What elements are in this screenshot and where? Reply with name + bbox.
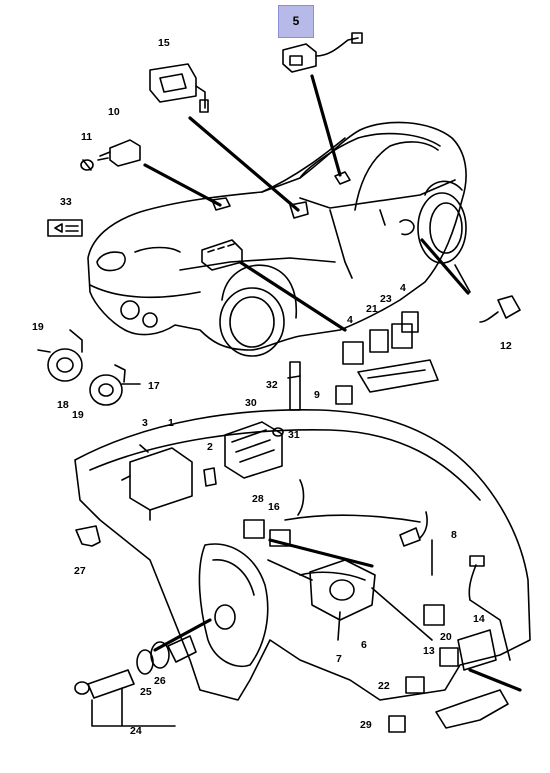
callout-28: 28 xyxy=(252,493,264,505)
horn-part-17 xyxy=(89,364,141,406)
callout-32: 32 xyxy=(266,379,278,391)
callout-20: 20 xyxy=(440,631,452,643)
callout-13: 13 xyxy=(423,645,435,657)
switch-part-10 xyxy=(80,139,141,171)
callout-26: 26 xyxy=(154,675,166,687)
callout-33: 33 xyxy=(60,196,72,208)
callout-4a: 4 xyxy=(347,314,353,326)
highlighted-callout-5[interactable]: 5 xyxy=(278,5,314,38)
callout-22: 22 xyxy=(378,680,390,692)
callout-30: 30 xyxy=(245,397,257,409)
callout-31: 31 xyxy=(288,429,300,441)
callout-17: 17 xyxy=(148,380,160,392)
callout-14: 14 xyxy=(473,613,485,625)
callout-27: 27 xyxy=(74,565,86,577)
leader-lines xyxy=(143,74,522,692)
callout-12: 12 xyxy=(500,340,512,352)
control-unit-part-30 xyxy=(224,421,284,479)
callout-6: 6 xyxy=(361,639,367,651)
connector-part-29 xyxy=(388,715,406,733)
clip-part-27 xyxy=(75,525,101,547)
module-part-14 xyxy=(457,555,497,671)
callout-18: 18 xyxy=(57,399,69,411)
callout-15: 15 xyxy=(158,37,170,49)
callout-1: 1 xyxy=(168,417,174,429)
callout-8: 8 xyxy=(451,529,457,541)
bracket-bottom-right xyxy=(435,689,509,729)
module-part-1 xyxy=(121,444,193,521)
relay-group xyxy=(335,311,439,405)
callout-7: 7 xyxy=(336,653,342,665)
relay-part-13 xyxy=(423,604,445,626)
connector-part-12 xyxy=(454,264,521,323)
callout-3: 3 xyxy=(142,417,148,429)
callout-19a: 19 xyxy=(32,321,44,333)
dashboard xyxy=(74,408,531,701)
horn-part-18 xyxy=(37,329,83,382)
label-plate-33 xyxy=(47,219,83,237)
callout-25: 25 xyxy=(140,686,152,698)
switch-part-15 xyxy=(149,63,209,113)
callout-29: 29 xyxy=(360,719,372,731)
lighter-assembly-24 xyxy=(74,635,197,727)
callout-24: 24 xyxy=(130,725,142,737)
callout-21: 21 xyxy=(366,303,378,315)
highlighted-callout-label: 5 xyxy=(292,14,300,28)
cable-part-8 xyxy=(399,511,433,576)
callout-23: 23 xyxy=(380,293,392,305)
connector-part-22 xyxy=(405,676,425,694)
callout-16: 16 xyxy=(268,501,280,513)
rear-speakers xyxy=(120,300,158,328)
callout-4b: 4 xyxy=(400,282,406,294)
callout-10: 10 xyxy=(108,106,120,118)
switch-part-28 xyxy=(243,479,305,547)
car-body xyxy=(87,121,467,357)
switch-part-5 xyxy=(282,32,363,185)
callout-labels: 15 10 11 33 4 23 21 4 12 19 18 19 17 32 … xyxy=(32,37,512,737)
combination-switch-part-6 xyxy=(267,559,433,641)
callout-11: 11 xyxy=(81,131,92,143)
sensor-part-2 xyxy=(203,467,217,487)
relay-part-20 xyxy=(439,647,459,667)
bracket-part-32 xyxy=(287,361,301,411)
callout-9: 9 xyxy=(314,389,320,401)
switch-on-car xyxy=(201,197,309,271)
callout-2: 2 xyxy=(207,441,213,453)
callout-19b: 19 xyxy=(72,409,84,421)
